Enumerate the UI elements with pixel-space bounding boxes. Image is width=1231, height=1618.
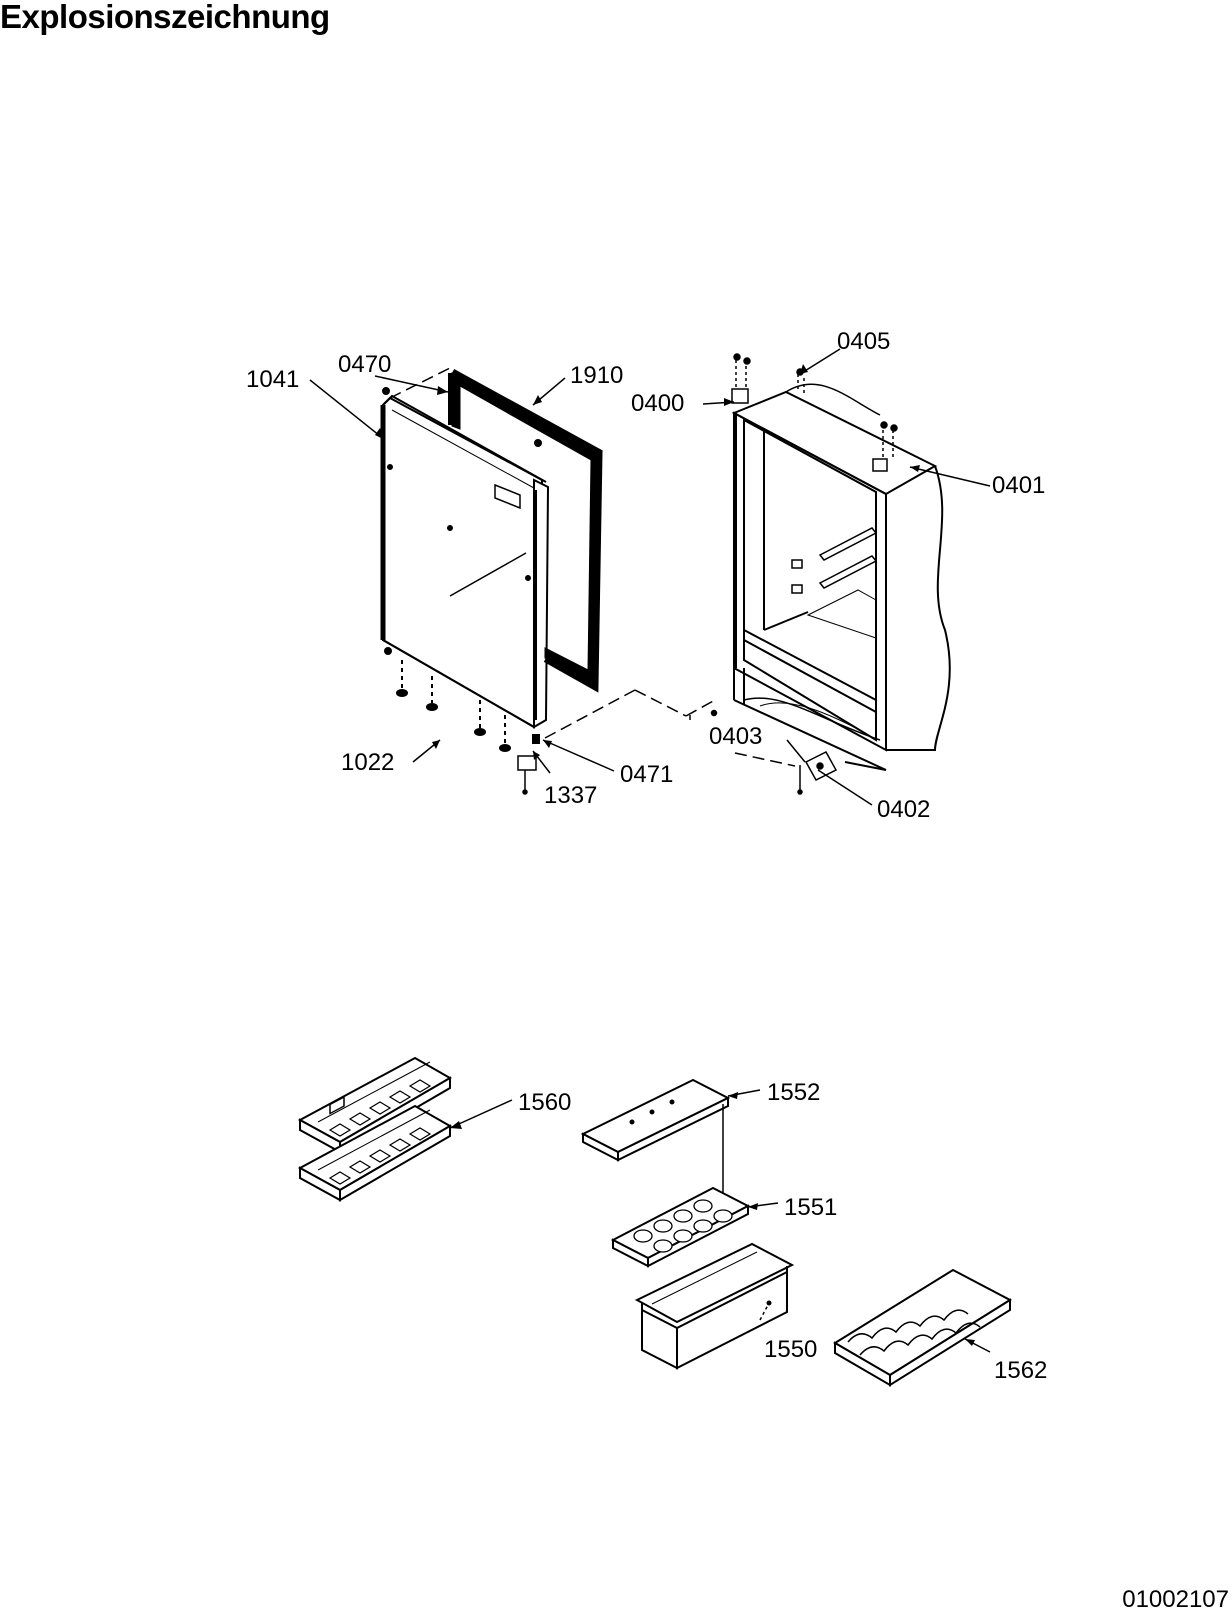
callout-1022: 1022	[341, 749, 394, 776]
ice-trays	[297, 1056, 453, 1202]
callout-1551: 1551	[784, 1194, 837, 1221]
lower-hinge-part	[517, 755, 537, 795]
cabinet-body	[731, 383, 951, 771]
callout-0403: 0403	[709, 723, 762, 750]
egg-tray	[610, 1186, 751, 1268]
storage-bin	[634, 1242, 795, 1370]
bottom-hinge	[710, 709, 838, 795]
door-panel	[380, 394, 550, 729]
door-screws	[382, 387, 542, 752]
small-shelf	[580, 1078, 731, 1200]
callout-0400: 0400	[631, 390, 684, 417]
callout-0470: 0470	[338, 351, 391, 378]
door-gasket	[448, 369, 603, 693]
callout-1041: 1041	[246, 366, 299, 393]
callout-0405: 0405	[837, 328, 890, 355]
callout-0402: 0402	[877, 796, 930, 823]
page-title: Explosionszeichnung	[0, 0, 330, 35]
callout-1562: 1562	[994, 1357, 1047, 1384]
bottle-rack	[833, 1268, 1013, 1387]
leader-arrowheads	[375, 364, 920, 760]
callout-0471: 0471	[620, 761, 673, 788]
document-number: 01002107	[1122, 1586, 1229, 1613]
callout-1337: 1337	[544, 782, 597, 809]
alignment-lines	[389, 367, 796, 767]
leader-lines	[309, 348, 991, 806]
callout-1550: 1550	[764, 1336, 817, 1363]
callout-1560: 1560	[518, 1089, 571, 1116]
callout-1910: 1910	[570, 362, 623, 389]
callout-1552: 1552	[767, 1079, 820, 1106]
accessory-arrowheads	[450, 1092, 975, 1346]
callout-0401: 0401	[992, 472, 1045, 499]
